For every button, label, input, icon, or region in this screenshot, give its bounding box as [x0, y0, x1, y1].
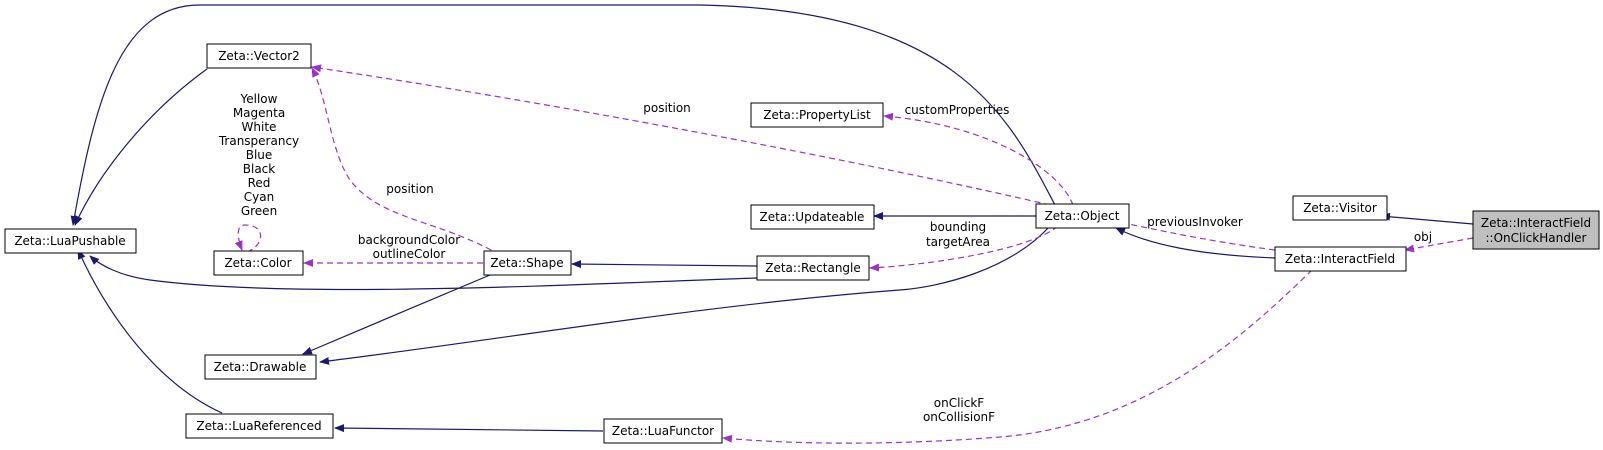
node-luareferenced[interactable]: Zeta::LuaReferenced: [185, 413, 334, 439]
node-onclickhandler-line2: ::OnClickHandler: [1486, 231, 1587, 245]
node-visitor[interactable]: Zeta::Visitor: [1292, 195, 1388, 221]
edge-interactfield-luafunctor: [722, 269, 1313, 444]
edge-shape-vector2: [311, 67, 501, 256]
label-interactfield-onclick: obj: [1414, 230, 1432, 244]
node-rectangle-label: Zeta::Rectangle: [765, 261, 861, 275]
edge-luafunctor-luareferenced: [334, 424, 604, 433]
label-color-self-4: Blue: [246, 148, 273, 162]
edge-rectangle-shape: [571, 260, 758, 269]
label-color-self-1: Magenta: [233, 106, 285, 120]
node-drawable[interactable]: Zeta::Drawable: [204, 354, 317, 380]
node-interactfield[interactable]: Zeta::InteractField: [1274, 246, 1407, 272]
node-object-label: Zeta::Object: [1045, 209, 1120, 223]
edge-shape-luapushable: [89, 255, 758, 291]
label-propertylist-object: customProperties: [905, 103, 1010, 117]
label-color-self-3: Transperancy: [218, 134, 299, 148]
label-rectangle-object-1: targetArea: [926, 235, 990, 249]
edge-shape-drawable: [302, 274, 491, 355]
label-color-self-5: Black: [243, 162, 276, 176]
node-rectangle[interactable]: Zeta::Rectangle: [756, 255, 870, 281]
node-propertylist[interactable]: Zeta::PropertyList: [750, 102, 884, 128]
label-color-self-7: Cyan: [244, 190, 274, 204]
label-vector2-object-position: position: [643, 101, 691, 115]
edge-object-rectangle: [869, 225, 1059, 272]
node-shape[interactable]: Zeta::Shape: [483, 250, 572, 276]
edge-onclick-interactfield: [1404, 237, 1474, 253]
edge-object-luapushable: [70, 4, 1056, 226]
node-luafunctor-label: Zeta::LuaFunctor: [612, 424, 714, 438]
node-onclickhandler-line1: Zeta::InteractField: [1481, 216, 1591, 230]
node-interactfield-label: Zeta::InteractField: [1285, 252, 1395, 266]
label-color-self-6: Red: [248, 176, 271, 190]
edge-interactfield-object: [1115, 227, 1276, 259]
label-vector2-shape-position: position: [386, 182, 434, 196]
edge-object-propertylist: [883, 112, 1074, 206]
edge-object-vector2: [311, 64, 1051, 206]
edge-onclick-visitor: [1380, 212, 1474, 225]
node-visitor-label: Zeta::Visitor: [1303, 201, 1377, 215]
label-color-self-0: Yellow: [240, 92, 278, 106]
edge-object-drawable: [319, 225, 1051, 365]
label-color-self-8: Green: [241, 204, 277, 218]
node-shape-label: Zeta::Shape: [490, 256, 563, 270]
node-updateable-label: Zeta::Updateable: [760, 210, 865, 224]
node-object[interactable]: Zeta::Object: [1035, 203, 1130, 229]
node-luareferenced-label: Zeta::LuaReferenced: [196, 419, 321, 433]
node-vector2-label: Zeta::Vector2: [218, 49, 300, 63]
node-propertylist-label: Zeta::PropertyList: [763, 108, 871, 122]
label-luafunctor-interactfield-1: onCollisionF: [923, 410, 995, 424]
node-drawable-label: Zeta::Drawable: [214, 360, 307, 374]
node-luafunctor[interactable]: Zeta::LuaFunctor: [603, 418, 723, 444]
node-vector2[interactable]: Zeta::Vector2: [206, 43, 312, 69]
node-color[interactable]: Zeta::Color: [213, 250, 304, 276]
node-updateable[interactable]: Zeta::Updateable: [750, 204, 875, 230]
edge-vector2-luapushable: [74, 68, 208, 226]
label-color-shape-0: backgroundColor: [358, 233, 460, 247]
node-onclickhandler[interactable]: Zeta::InteractField ::OnClickHandler: [1472, 210, 1600, 250]
label-color-shape-1: outlineColor: [373, 247, 446, 261]
label-object-interactfield: previousInvoker: [1147, 215, 1243, 229]
label-color-self-2: White: [242, 120, 277, 134]
label-rectangle-object-0: bounding: [930, 220, 986, 234]
edge-color-self: [234, 224, 262, 253]
node-color-label: Zeta::Color: [224, 256, 291, 270]
edge-interactfield-object-dashed: [1117, 219, 1276, 251]
node-luapushable[interactable]: Zeta::LuaPushable: [4, 228, 137, 254]
node-luapushable-label: Zeta::LuaPushable: [14, 234, 125, 248]
label-color-self: Yellow Magenta White Transperancy Blue B…: [218, 92, 299, 218]
label-luafunctor-interactfield-0: onClickF: [934, 396, 985, 410]
edge-luareferenced-luapushable: [77, 249, 223, 414]
